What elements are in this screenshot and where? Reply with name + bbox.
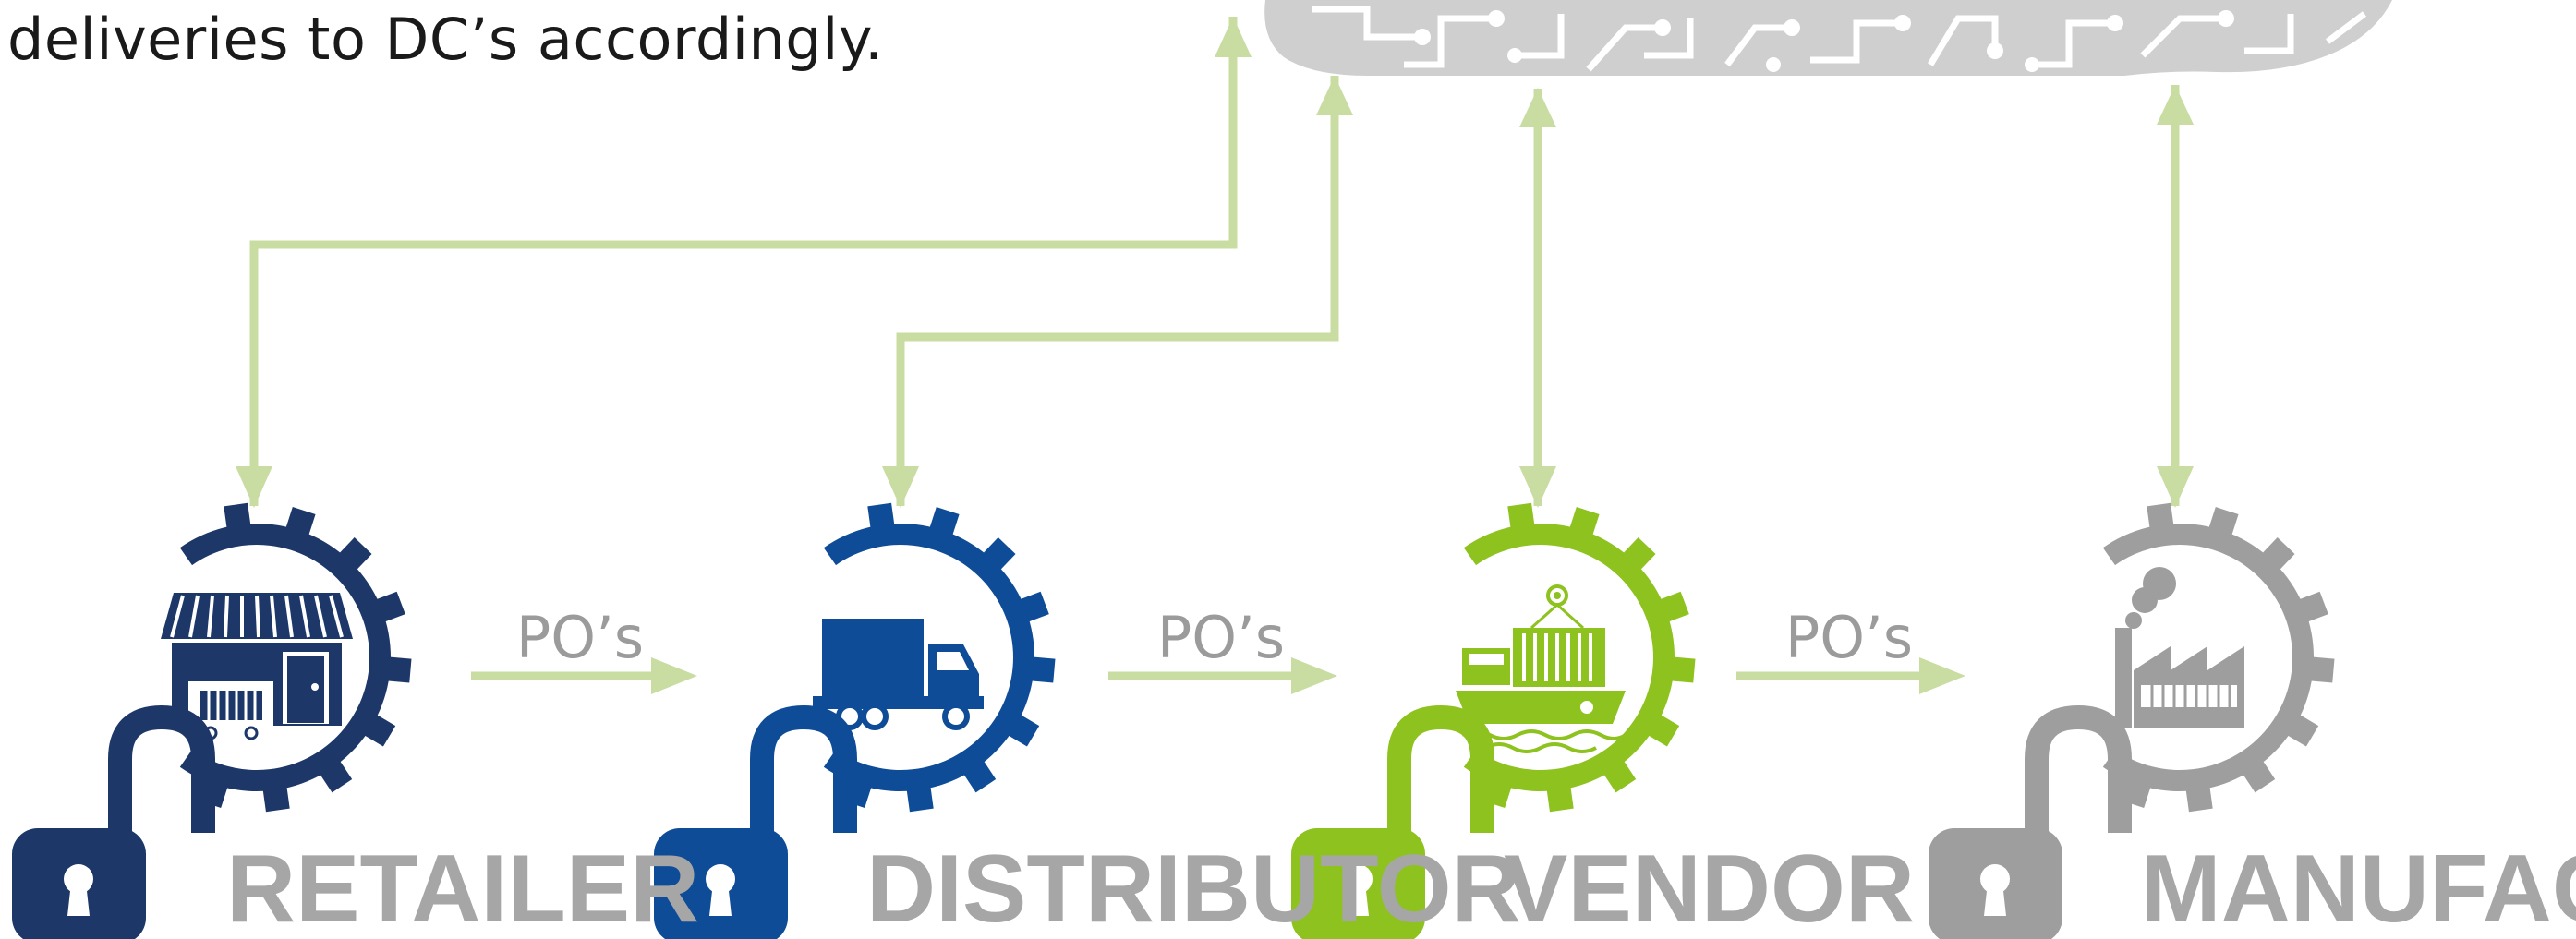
po-flow-2: PO’s [1108,604,1337,694]
entity-label-distributor: DISTRIBUTOR [866,836,1521,939]
po-label: PO’s [1157,604,1285,671]
arrowhead-distributor-down [882,466,919,508]
intro-text: deliveries to DC’s accordingly. [7,6,884,73]
entity-label-manufacturer: MANUFACTURER [2141,836,2576,939]
po-flow-arrows: PO’s PO’s PO’s [471,604,1965,694]
po-flow-1: PO’s [471,604,697,694]
cargo-ship-icon [1456,584,1627,753]
po-label: PO’s [516,604,644,671]
connector-arrowheads [236,17,2194,508]
cloud-circuit-icon [1264,0,2392,76]
arrowhead-vendor-down [1519,466,1556,508]
entity-label-vendor: VENDOR [1504,836,1915,939]
arrowhead-retailer-down [236,466,272,508]
po-label: PO’s [1785,604,1913,671]
arrowhead-vendor-up [1519,88,1556,127]
po-flow-3: PO’s [1736,604,1965,694]
padlock-icon [1291,704,1494,939]
connector-retailer [249,17,1238,506]
arrowhead-retailer-up [1215,17,1252,57]
padlock-icon [1929,704,2132,939]
padlock-icon [654,704,857,939]
cloud-connectors [249,17,2180,506]
factory-icon [2115,567,2244,728]
arrowhead-distributor-up [1316,76,1353,115]
arrowhead-manufacturer-down [2157,466,2194,508]
padlock-icon [12,704,215,939]
arrowhead-manufacturer-up [2157,85,2194,125]
entity-label-retailer: RETAILER [226,836,699,939]
truck-icon [813,619,984,730]
connector-distributor [896,76,1339,506]
